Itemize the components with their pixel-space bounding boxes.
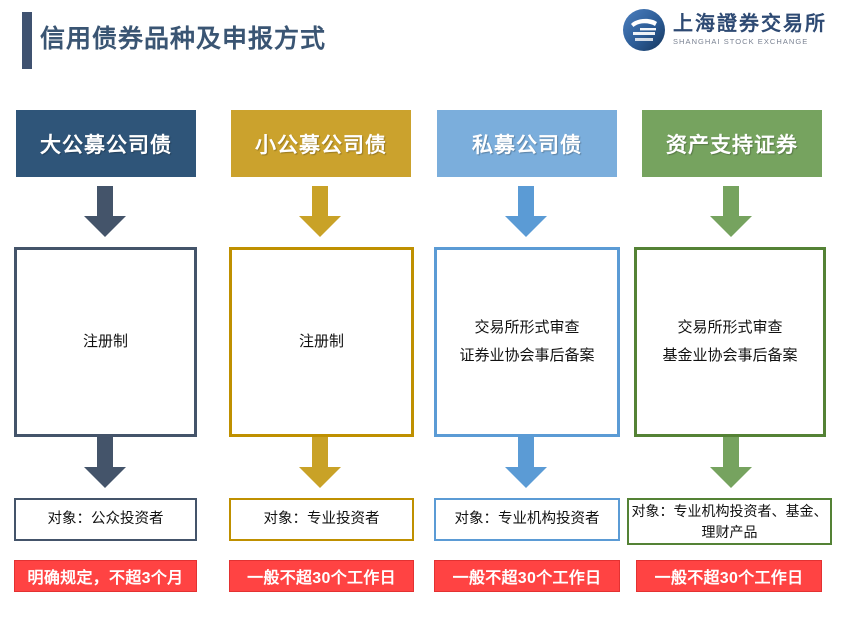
bond-type-header[interactable]: 私募公司债: [437, 110, 617, 177]
review-mechanism-box: 交易所形式审查 证券业协会事后备案: [434, 247, 620, 437]
deadline-badge: 明确规定，不超3个月: [14, 560, 197, 592]
down-arrow-icon: [82, 186, 128, 238]
down-arrow-icon: [708, 186, 754, 238]
investor-target-box: 对象：公众投资者: [14, 498, 197, 541]
bond-type-header[interactable]: 小公募公司债: [231, 110, 411, 177]
bond-type-columns: 大公募公司债 注册制 对象：公众投资者 明确规定，不超3个月 小公募公司债 注册…: [0, 92, 845, 617]
down-arrow-icon: [297, 437, 343, 489]
brand-name-cn: 上海證券交易所: [673, 13, 827, 36]
page-title: 信用债券品种及申报方式: [40, 25, 327, 53]
review-mechanism-box: 注册制: [14, 247, 197, 437]
bond-type-header[interactable]: 大公募公司债: [16, 110, 196, 177]
sse-logo-icon: [622, 8, 666, 52]
page-header: 信用债券品种及申报方式 上海證券交易所 SHANGHAI ST: [0, 0, 845, 92]
investor-target-box: 对象：专业机构投资者、基金、 理财产品: [627, 498, 832, 545]
down-arrow-icon: [297, 186, 343, 238]
down-arrow-icon: [503, 186, 549, 238]
review-mechanism-box: 交易所形式审查 基金业协会事后备案: [634, 247, 826, 437]
bond-type-header[interactable]: 资产支持证券: [642, 110, 822, 177]
deadline-badge: 一般不超30个工作日: [229, 560, 414, 592]
investor-target-box: 对象：专业投资者: [229, 498, 414, 541]
brand-logo: 上海證券交易所 SHANGHAI STOCK EXCHANGE: [622, 8, 827, 52]
review-mechanism-box: 注册制: [229, 247, 414, 437]
title-accent-bar: [22, 12, 32, 69]
brand-text: 上海證券交易所 SHANGHAI STOCK EXCHANGE: [673, 14, 827, 46]
deadline-badge: 一般不超30个工作日: [434, 560, 620, 592]
down-arrow-icon: [82, 437, 128, 489]
deadline-badge: 一般不超30个工作日: [636, 560, 822, 592]
brand-name-en: SHANGHAI STOCK EXCHANGE: [673, 37, 809, 47]
down-arrow-icon: [708, 437, 754, 489]
down-arrow-icon: [503, 437, 549, 489]
investor-target-box: 对象：专业机构投资者: [434, 498, 620, 541]
